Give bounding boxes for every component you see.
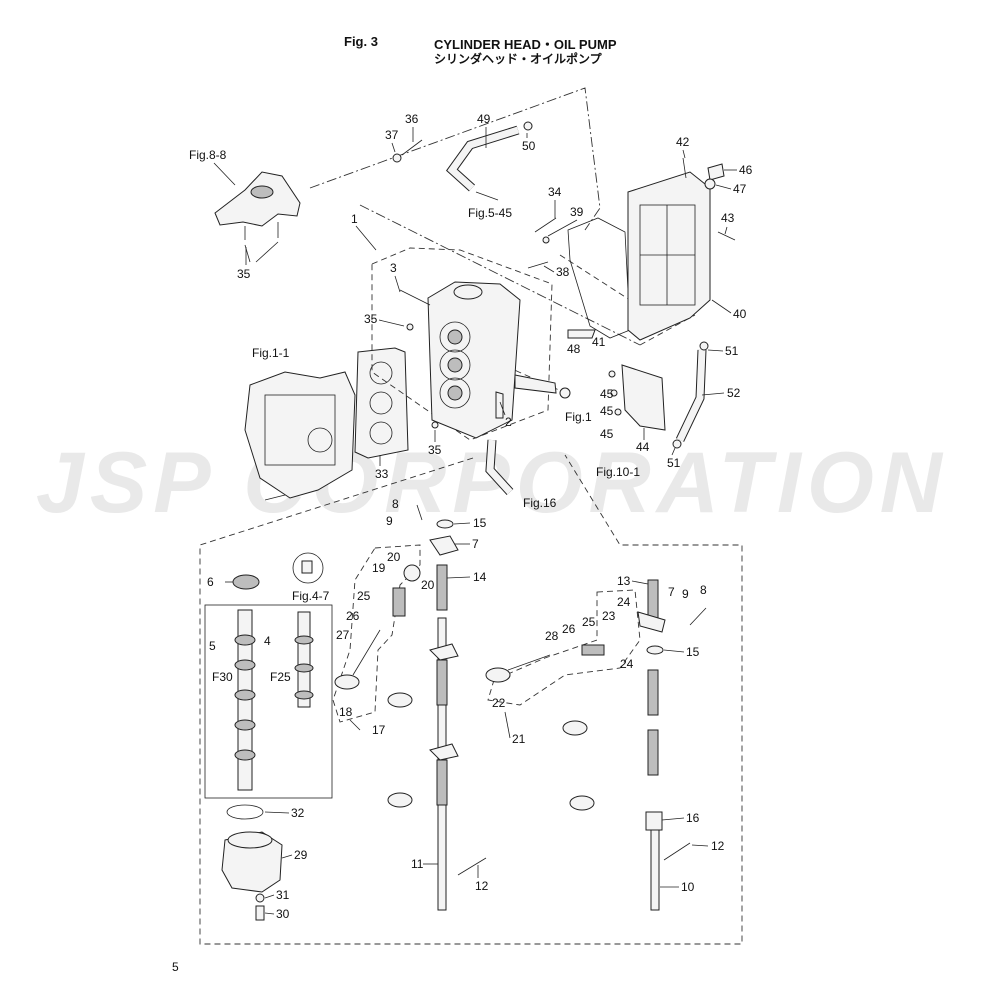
variant-f30: F30 xyxy=(212,670,233,684)
callout-42[interactable]: 42 xyxy=(676,135,690,149)
callout-36[interactable]: 36 xyxy=(405,112,419,126)
callout-52[interactable]: 52 xyxy=(727,386,741,400)
callout-49[interactable]: 49 xyxy=(477,112,491,126)
callout-25b[interactable]: 25 xyxy=(582,615,596,629)
callout-26b[interactable]: 26 xyxy=(562,622,576,636)
callout-5[interactable]: 5 xyxy=(209,639,216,653)
hoses-drawing xyxy=(445,121,709,496)
callout-51b[interactable]: 51 xyxy=(667,456,681,470)
callout-6[interactable]: 6 xyxy=(207,575,214,589)
callout-25a[interactable]: 25 xyxy=(357,589,371,603)
leader-lines xyxy=(213,127,737,915)
callout-24b[interactable]: 24 xyxy=(620,657,634,671)
callout-20b[interactable]: 20 xyxy=(421,578,435,592)
callout-15a[interactable]: 15 xyxy=(473,516,487,530)
callout-16[interactable]: 16 xyxy=(686,811,700,825)
ref-fig-1[interactable]: Fig.1 xyxy=(565,410,592,424)
callout-46[interactable]: 46 xyxy=(739,163,753,177)
callout-37[interactable]: 37 xyxy=(385,128,399,142)
callout-19[interactable]: 19 xyxy=(372,561,386,575)
callout-43[interactable]: 43 xyxy=(721,211,735,225)
callout-26a[interactable]: 26 xyxy=(346,609,360,623)
callout-24a[interactable]: 24 xyxy=(617,595,631,609)
ref-fig-10-1[interactable]: Fig.10-1 xyxy=(596,465,640,479)
ref-fig-4-7[interactable]: Fig.4-7 xyxy=(292,589,330,603)
callout-35a[interactable]: 35 xyxy=(237,267,251,281)
callout-13[interactable]: 13 xyxy=(617,574,631,588)
callout-4[interactable]: 4 xyxy=(264,634,271,648)
callout-45a[interactable]: 45 xyxy=(600,387,614,401)
callout-8b[interactable]: 8 xyxy=(700,583,707,597)
callout-15b[interactable]: 15 xyxy=(686,645,700,659)
ref-fig-8-8[interactable]: Fig.8-8 xyxy=(189,148,227,162)
cylinder-head-drawing xyxy=(371,247,571,441)
bolts-drawing xyxy=(392,139,557,269)
ref-fig-16[interactable]: Fig.16 xyxy=(523,496,557,510)
callout-51a[interactable]: 51 xyxy=(725,344,739,358)
callout-9b[interactable]: 9 xyxy=(682,587,689,601)
valve-train-center xyxy=(332,504,487,911)
callout-34[interactable]: 34 xyxy=(548,185,562,199)
valve-train-right xyxy=(485,579,707,911)
callout-17[interactable]: 17 xyxy=(372,723,386,737)
callout-20a[interactable]: 20 xyxy=(387,550,401,564)
ref-fig-5-45[interactable]: Fig.5-45 xyxy=(468,206,512,220)
powerhead-drawing xyxy=(244,371,356,501)
callout-27[interactable]: 27 xyxy=(336,628,350,642)
figure-number: Fig. 3 xyxy=(344,34,378,49)
callout-44[interactable]: 44 xyxy=(636,440,650,454)
ref-fig-1-1[interactable]: Fig.1-1 xyxy=(252,346,290,360)
callout-21[interactable]: 21 xyxy=(512,732,526,746)
callout-45b[interactable]: 45 xyxy=(600,404,614,418)
callout-35b[interactable]: 35 xyxy=(364,312,378,326)
callout-41[interactable]: 41 xyxy=(592,335,606,349)
callout-39[interactable]: 39 xyxy=(570,205,584,219)
callout-50[interactable]: 50 xyxy=(522,139,536,153)
callout-23[interactable]: 23 xyxy=(602,609,616,623)
callout-1[interactable]: 1 xyxy=(351,212,358,226)
camshaft-box xyxy=(204,552,333,799)
callout-12b[interactable]: 12 xyxy=(711,839,725,853)
callout-11[interactable]: 11 xyxy=(411,857,424,871)
callout-3[interactable]: 3 xyxy=(390,261,397,275)
callout-29[interactable]: 29 xyxy=(294,848,308,862)
callout-7a[interactable]: 7 xyxy=(472,537,479,551)
oil-pump-drawing xyxy=(221,804,283,921)
callout-7b[interactable]: 7 xyxy=(668,585,675,599)
callout-31[interactable]: 31 xyxy=(276,888,290,902)
callout-48[interactable]: 48 xyxy=(567,342,581,356)
callout-8a[interactable]: 8 xyxy=(392,497,399,511)
callout-30[interactable]: 30 xyxy=(276,907,290,921)
callout-45c[interactable]: 45 xyxy=(600,427,614,441)
callout-18[interactable]: 18 xyxy=(339,705,353,719)
callout-12a[interactable]: 12 xyxy=(475,879,489,893)
callout-labels: Fig.8-8 Fig.5-45 Fig.1-1 Fig.1 Fig.16 Fi… xyxy=(189,112,753,921)
callout-32[interactable]: 32 xyxy=(291,806,305,820)
callout-14[interactable]: 14 xyxy=(473,570,487,584)
head-gasket-drawing xyxy=(354,347,409,459)
callout-35c[interactable]: 35 xyxy=(428,443,442,457)
cover-drawing xyxy=(567,157,736,431)
variant-f25: F25 xyxy=(270,670,291,684)
callout-10[interactable]: 10 xyxy=(681,880,695,894)
page-number: 5 xyxy=(172,960,179,974)
callout-28[interactable]: 28 xyxy=(545,629,559,643)
callout-40[interactable]: 40 xyxy=(733,307,747,321)
bracket-drawing xyxy=(214,171,301,263)
figure-subtitle: シリンダヘッド・オイルポンプ xyxy=(434,52,602,66)
callout-9a[interactable]: 9 xyxy=(386,514,393,528)
callout-38[interactable]: 38 xyxy=(556,265,570,279)
callout-47[interactable]: 47 xyxy=(733,182,747,196)
callout-33[interactable]: 33 xyxy=(375,467,389,481)
figure-title: CYLINDER HEAD・OIL PUMP xyxy=(434,37,617,52)
callout-22[interactable]: 22 xyxy=(492,696,506,710)
callout-2[interactable]: 2 xyxy=(505,415,512,429)
